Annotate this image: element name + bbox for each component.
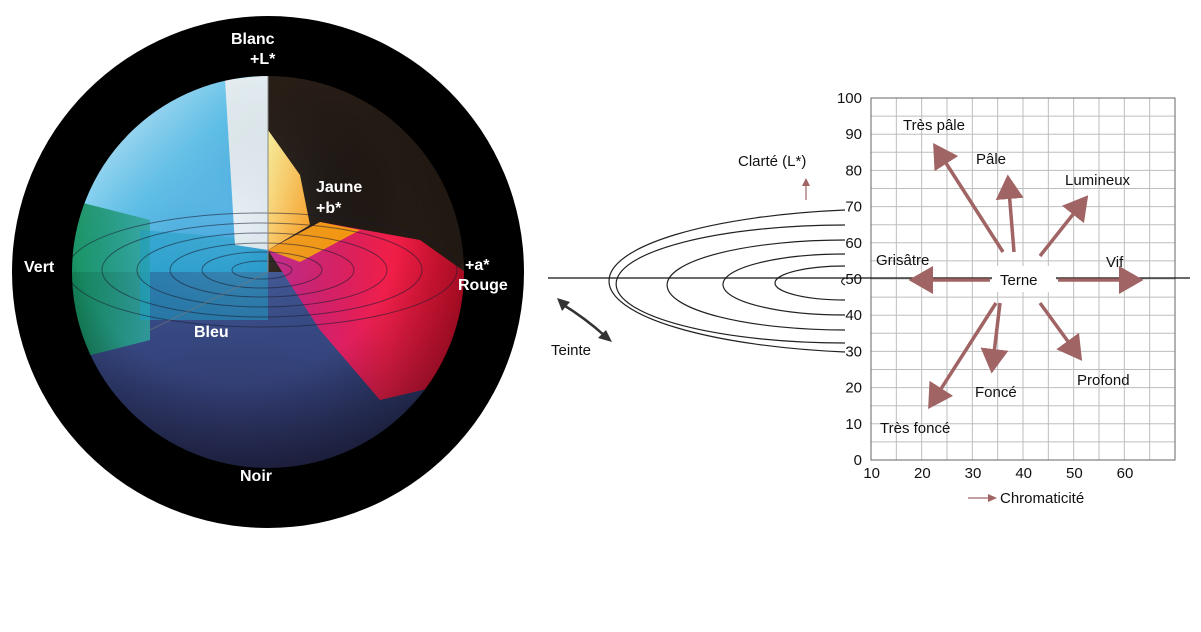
- y-tick-label: 50: [845, 271, 862, 288]
- x-tick-label: 30: [965, 465, 982, 482]
- y-tick-label: 70: [845, 199, 862, 216]
- sphere-body: [71, 75, 465, 469]
- label-blanc: Blanc: [231, 31, 275, 48]
- arrow-tres-fonce: [928, 302, 998, 409]
- label-pale: Pâle: [976, 151, 1006, 168]
- label-plus-b: +b*: [316, 200, 342, 217]
- label-bleu: Bleu: [194, 324, 229, 341]
- arrow-lumineux: [1038, 195, 1089, 258]
- label-tres-fonce: Très foncé: [880, 420, 950, 437]
- y-tick-label: 40: [845, 307, 862, 324]
- x-tick-label: 10: [863, 465, 880, 482]
- label-vert: Vert: [24, 259, 55, 276]
- y-tick-label: 60: [845, 235, 862, 252]
- label-lumineux: Lumineux: [1065, 172, 1131, 189]
- y-tick-label: 100: [837, 90, 862, 107]
- sphere-outline: [70, 74, 466, 470]
- x-tick-label: 60: [1117, 465, 1134, 482]
- label-plus-a: +a*: [465, 257, 490, 274]
- terne-backdrop: [992, 266, 1056, 292]
- y-tick-label: 0: [854, 452, 862, 469]
- x-tick-label: 40: [1015, 465, 1032, 482]
- y-tick-labels: 0 10 20 30 40 50 60 70 80 90 100: [837, 90, 862, 469]
- color-sphere: Blanc +L* Jaune +b* Vert +a* Rouge Bleu …: [12, 16, 524, 528]
- label-tres-pale: Très pâle: [903, 117, 965, 134]
- y-tick-label: 30: [845, 343, 862, 360]
- y-tick-label: 80: [845, 162, 862, 179]
- label-rouge: Rouge: [458, 277, 508, 294]
- label-teinte: Teinte: [551, 342, 591, 359]
- hue-ellipses: [608, 209, 846, 353]
- x-tick-label: 20: [914, 465, 931, 482]
- arrow-fonce: [980, 302, 1009, 374]
- y-tick-label: 10: [845, 416, 862, 433]
- label-clarte: Clarté (L*): [738, 153, 806, 170]
- x-tick-labels: 10 20 30 40 50 60: [863, 465, 1133, 482]
- y-tick-label: 90: [845, 126, 862, 143]
- y-tick-label: 20: [845, 380, 862, 397]
- label-noir: Noir: [240, 468, 272, 485]
- grid-frame: [870, 97, 1176, 461]
- x-tick-label: 50: [1066, 465, 1083, 482]
- label-terne: Terne: [1000, 272, 1038, 289]
- descriptor-arrows: [908, 143, 1144, 409]
- label-grisatre: Grisâtre: [876, 252, 929, 269]
- label-vif: Vif: [1106, 254, 1124, 271]
- arrow-tres-pale: [933, 143, 1005, 253]
- arrow-pale: [995, 174, 1024, 253]
- label-fonce: Foncé: [975, 384, 1017, 401]
- sphere-ellipses: [71, 212, 458, 328]
- label-plus-l: +L*: [250, 51, 276, 68]
- label-profond: Profond: [1077, 372, 1130, 389]
- arrow-profond: [1038, 301, 1083, 361]
- label-chromaticite: Chromaticité: [1000, 490, 1084, 507]
- label-jaune: Jaune: [316, 179, 362, 196]
- grid: [870, 97, 1176, 461]
- hue-arrow: [561, 302, 606, 337]
